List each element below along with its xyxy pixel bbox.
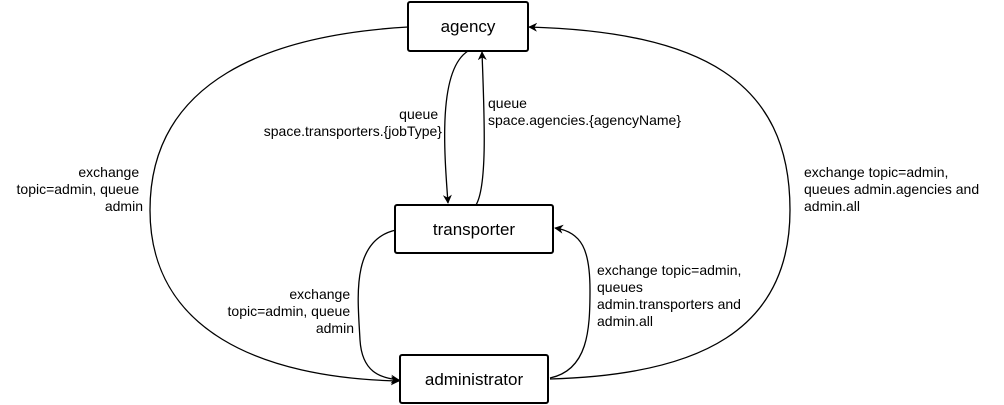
label-line: admin (316, 320, 354, 336)
label-line: queue (399, 106, 438, 122)
label-line: exchange (289, 286, 350, 302)
label-administrator-to-transporter: exchange topic=admin, queues admin.trans… (597, 262, 745, 329)
label-line: space.agencies.{agencyName} (488, 112, 681, 128)
label-line: topic=admin, queue (228, 303, 351, 319)
label-line: topic=admin, queue (17, 181, 140, 197)
edge-agency-to-administrator (149, 26, 409, 386)
label-transporter-to-administrator: exchange topic=admin, queue admin (228, 286, 354, 336)
node-agency: agency (407, 1, 529, 52)
edge-agency-to-transporter (442, 50, 469, 204)
label-line: exchange (78, 164, 139, 180)
edge-transporter-to-administrator (357, 229, 400, 384)
label-line: queues (597, 279, 643, 295)
label-line: exchange topic=admin, (597, 262, 741, 278)
node-administrator-label: administrator (425, 370, 524, 389)
edge-administrator-to-transporter (549, 224, 591, 379)
label-line: admin.transporters and (597, 296, 741, 312)
label-line: exchange topic=admin, (804, 164, 948, 180)
node-transporter-label: transporter (433, 220, 516, 239)
node-agency-label: agency (441, 17, 496, 36)
edge-transporter-to-agency (475, 51, 487, 206)
label-line: space.transporters.{jobType} (264, 123, 443, 139)
edge-administrator-to-agency (528, 22, 791, 380)
label-agency-to-transporter: queue space.transporters.{jobType} (264, 106, 443, 139)
label-agency-to-administrator: exchange topic=admin, queue admin (17, 164, 143, 214)
node-administrator: administrator (399, 354, 549, 404)
node-transporter: transporter (394, 204, 554, 254)
label-administrator-to-agency: exchange topic=admin, queues admin.agenc… (804, 164, 983, 214)
label-line: queue (488, 95, 527, 111)
label-line: admin.all (804, 198, 860, 214)
label-transporter-to-agency: queue space.agencies.{agencyName} (488, 95, 681, 128)
label-line: queues admin.agencies and (804, 181, 979, 197)
label-line: admin.all (597, 313, 653, 329)
label-line: admin (105, 198, 143, 214)
